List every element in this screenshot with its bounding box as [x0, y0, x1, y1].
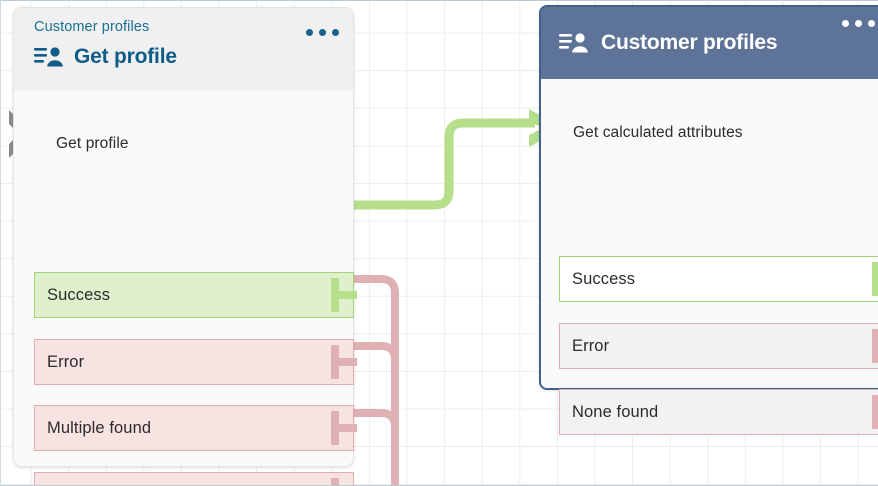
node-get-profile[interactable]: Customer profiles Get profile Get profil…: [13, 7, 357, 485]
output-port-success[interactable]: [872, 262, 878, 296]
branch-row-none-found[interactable]: None found: [34, 472, 355, 485]
output-port-error[interactable]: [331, 345, 357, 379]
customer-profile-icon: [559, 33, 588, 53]
node-get-calculated-attributes[interactable]: Customer profiles Get calculated attribu…: [539, 5, 878, 435]
branch-label: Multiple found: [47, 418, 152, 437]
branch-label: Error: [572, 336, 610, 355]
node-action-label: Get profile: [56, 135, 129, 152]
branch-row-error[interactable]: Error: [559, 323, 878, 369]
branch-label: None found: [572, 402, 659, 421]
kebab-menu-icon[interactable]: [306, 29, 339, 36]
node-title: Customer profiles: [601, 31, 778, 54]
customer-profile-icon: [34, 47, 63, 67]
node-subtitle: Customer profiles: [34, 19, 150, 35]
wire-none-found: [347, 409, 399, 485]
node-action-label: Get calculated attributes: [573, 124, 743, 141]
output-port-success[interactable]: [331, 278, 357, 312]
branch-label: Error: [47, 352, 85, 371]
node-header[interactable]: Customer profiles: [541, 7, 878, 79]
branch-label: Success: [47, 285, 111, 304]
branch-row-none-found[interactable]: None found: [559, 389, 878, 435]
branch-row-success[interactable]: Success: [559, 256, 878, 302]
node-header[interactable]: Customer profiles Get profile: [14, 8, 353, 91]
node-title: Get profile: [74, 45, 177, 68]
output-port-multiple-found[interactable]: [331, 411, 357, 445]
branch-label: Success: [572, 269, 636, 288]
output-port-error[interactable]: [872, 329, 878, 363]
branch-row-success[interactable]: Success: [34, 272, 357, 318]
kebab-menu-icon[interactable]: [842, 20, 875, 27]
wire-multiple-found: [347, 342, 399, 485]
branch-row-multiple-found[interactable]: Multiple found: [34, 405, 357, 451]
branch-row-error[interactable]: Error: [34, 339, 357, 385]
output-port-none-found[interactable]: [331, 478, 355, 485]
output-port-none-found[interactable]: [872, 395, 878, 429]
wire-error: [347, 275, 399, 485]
